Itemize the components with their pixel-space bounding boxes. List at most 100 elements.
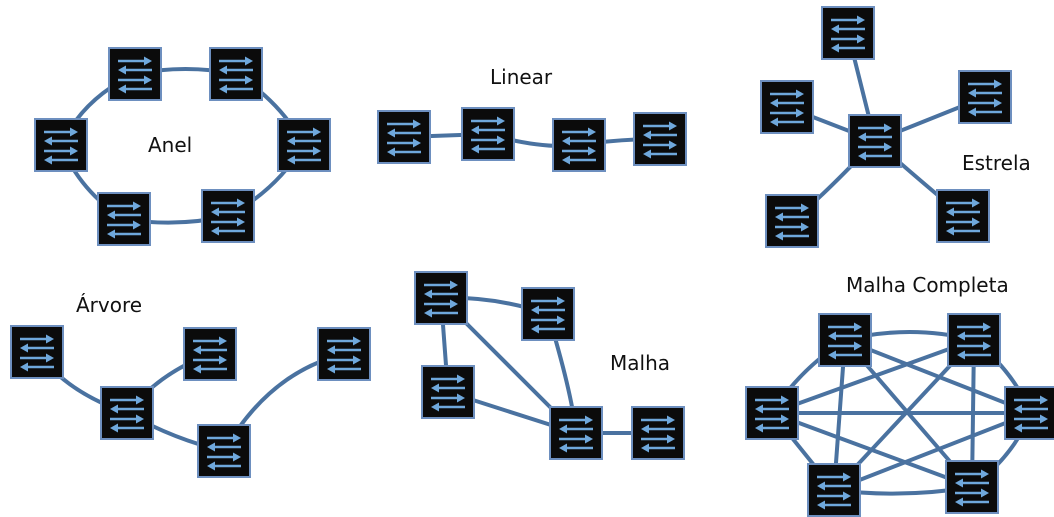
arrow-right-icon	[1014, 414, 1048, 424]
network-switch-icon	[108, 47, 162, 101]
arrow-left-icon	[110, 423, 144, 433]
network-switch-icon	[197, 424, 251, 478]
arrow-right-icon	[968, 79, 1002, 89]
arrow-right-icon	[424, 280, 458, 290]
arrow-right-icon	[207, 433, 241, 443]
arrow-right-icon	[287, 127, 321, 137]
arrow-right-icon	[559, 434, 593, 444]
arrow-left-icon	[219, 84, 253, 94]
arrow-left-icon	[946, 207, 980, 217]
network-switch-icon	[277, 118, 331, 172]
malha-completa-switch-node	[945, 460, 999, 514]
arrow-right-icon	[20, 353, 54, 363]
anel-switch-node	[97, 192, 151, 246]
label-linear: Linear	[490, 65, 553, 89]
malha-switch-node	[631, 406, 685, 460]
network-switch-icon	[848, 114, 902, 168]
arrow-left-icon	[44, 136, 78, 146]
arrow-left-icon	[531, 305, 565, 315]
arrow-left-icon	[211, 207, 245, 217]
arrow-right-icon	[118, 56, 152, 66]
arrow-right-icon	[775, 203, 809, 213]
arrow-left-icon	[471, 144, 505, 154]
arrow-right-icon	[107, 220, 141, 230]
arrow-left-icon	[858, 151, 892, 161]
malha-completa-switch-node	[947, 313, 1001, 367]
arvore-switch-node	[317, 327, 371, 381]
label-malha-completa: Malha Completa	[846, 273, 1009, 297]
network-switch-icon	[945, 460, 999, 514]
network-switch-icon	[97, 192, 151, 246]
network-switch-icon	[10, 325, 64, 379]
arrow-right-icon	[755, 395, 789, 405]
arrow-right-icon	[562, 146, 596, 156]
network-switch-icon	[377, 110, 431, 164]
estrela-switch-node	[936, 189, 990, 243]
anel-switch-node	[108, 47, 162, 101]
arrow-right-icon	[387, 138, 421, 148]
arrow-right-icon	[828, 341, 862, 351]
label-estrela: Estrela	[962, 151, 1031, 175]
estrela-switch-node	[958, 70, 1012, 124]
arrow-right-icon	[471, 116, 505, 126]
arrow-left-icon	[287, 155, 321, 165]
arrow-right-icon	[431, 374, 465, 384]
arrow-right-icon	[858, 123, 892, 133]
linear-switch-node	[377, 110, 431, 164]
network-switch-icon	[183, 327, 237, 381]
arrow-right-icon	[775, 222, 809, 232]
arrow-left-icon	[755, 423, 789, 433]
arrow-right-icon	[968, 98, 1002, 108]
arrow-left-icon	[107, 210, 141, 220]
arrow-right-icon	[755, 414, 789, 424]
malha-completa-switch-node	[818, 313, 872, 367]
arrow-right-icon	[641, 415, 675, 425]
network-switch-icon	[1004, 386, 1054, 440]
arrow-left-icon	[955, 497, 989, 507]
malha-completa-link	[770, 411, 974, 489]
arrow-right-icon	[44, 127, 78, 137]
arrow-left-icon	[559, 443, 593, 453]
arrow-left-icon	[817, 481, 851, 491]
arrow-right-icon	[211, 217, 245, 227]
arrow-right-icon	[955, 469, 989, 479]
arrow-right-icon	[641, 434, 675, 444]
arrow-left-icon	[968, 107, 1002, 117]
network-switch-icon	[765, 194, 819, 248]
arrow-left-icon	[968, 88, 1002, 98]
arrow-right-icon	[1014, 395, 1048, 405]
malha-switch-node	[421, 365, 475, 419]
arrow-right-icon	[219, 56, 253, 66]
arrow-right-icon	[531, 315, 565, 325]
links-layer	[35, 31, 1033, 496]
arrow-left-icon	[775, 231, 809, 241]
arrow-left-icon	[44, 155, 78, 165]
arrow-left-icon	[755, 404, 789, 414]
arrow-right-icon	[817, 472, 851, 482]
arrow-right-icon	[831, 15, 865, 25]
arvore-switch-node	[197, 424, 251, 478]
network-switch-icon	[421, 365, 475, 419]
network-switch-icon	[821, 6, 875, 60]
network-switch-icon	[414, 271, 468, 325]
arrow-left-icon	[118, 84, 152, 94]
label-anel: Anel	[148, 133, 192, 157]
arrow-left-icon	[858, 132, 892, 142]
arrow-left-icon	[107, 229, 141, 239]
network-switch-icon	[461, 107, 515, 161]
arrow-right-icon	[946, 217, 980, 227]
arrow-right-icon	[387, 119, 421, 129]
arrow-left-icon	[387, 147, 421, 157]
malha-switch-node	[549, 406, 603, 460]
arrow-right-icon	[327, 355, 361, 365]
anel-switch-node	[201, 189, 255, 243]
arrow-left-icon	[641, 424, 675, 434]
malha-completa-link	[770, 338, 976, 415]
arrow-right-icon	[831, 34, 865, 44]
arrow-right-icon	[207, 452, 241, 462]
arrow-right-icon	[946, 198, 980, 208]
arrow-left-icon	[531, 324, 565, 334]
arrow-right-icon	[817, 491, 851, 501]
arrow-left-icon	[770, 117, 804, 127]
